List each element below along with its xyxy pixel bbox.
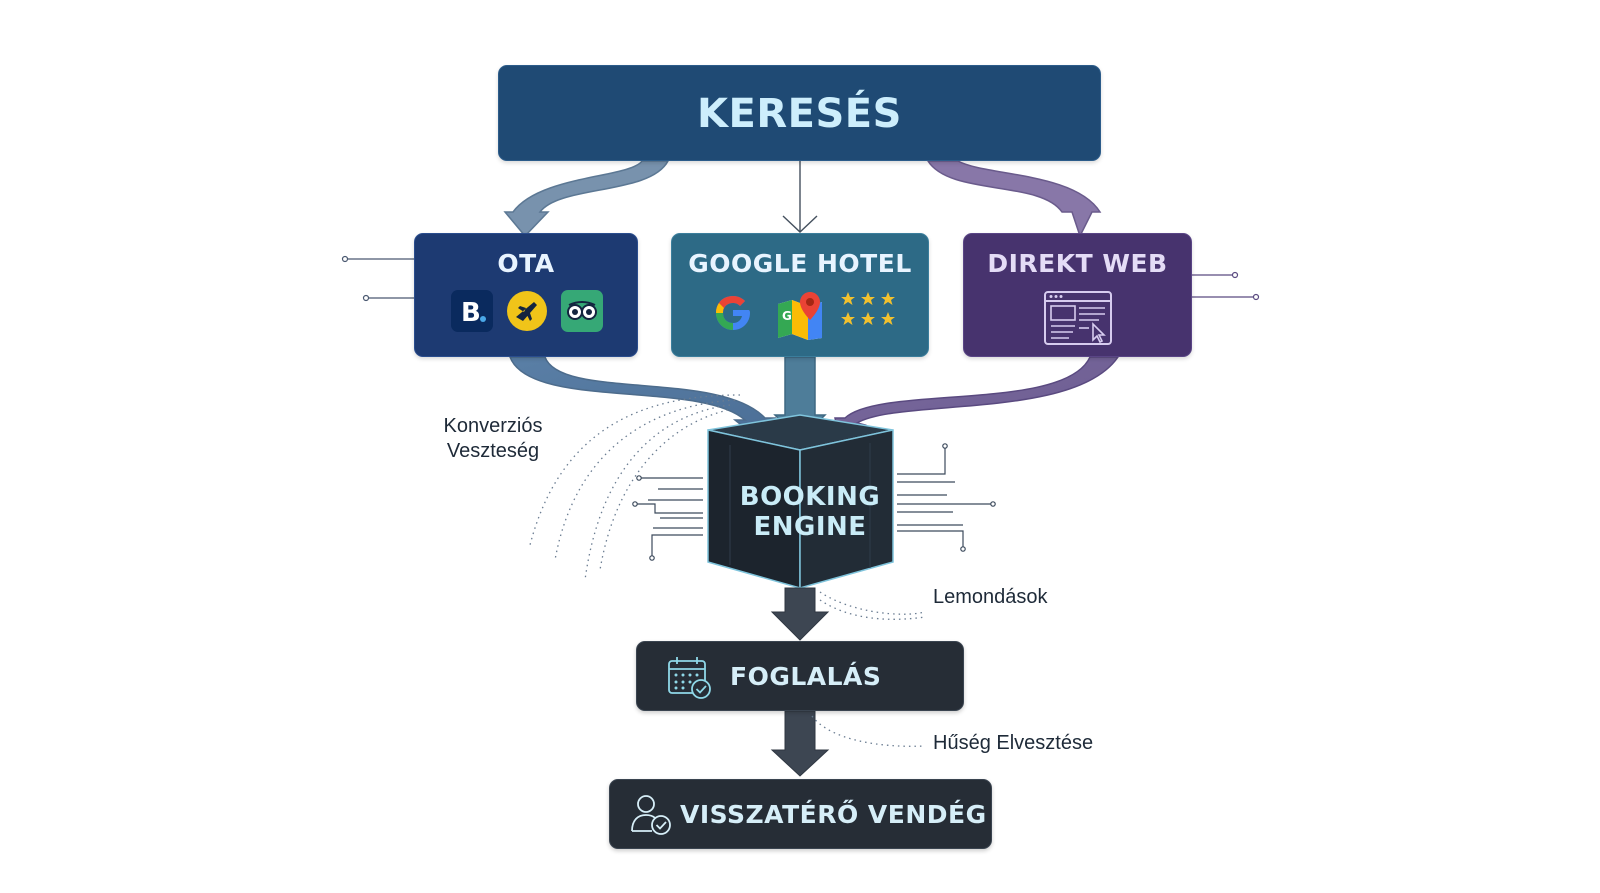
loyalty-dots <box>811 715 926 747</box>
arrow-search-to-ota <box>503 160 670 238</box>
google-g-icon <box>716 296 750 330</box>
direct-web-channel-box: DIREKT WEB <box>963 233 1192 357</box>
rating-stars-icon <box>841 292 895 325</box>
google-maps-pin-icon: G <box>778 292 822 340</box>
arrow-engine-to-booking <box>770 587 830 641</box>
google-hotel-channel-label: GOOGLE HOTEL <box>688 249 912 278</box>
booking-engine-cube <box>707 414 894 589</box>
expedia-plane-icon <box>507 291 547 331</box>
ota-channel-label: OTA <box>497 249 555 278</box>
direct-web-channel-label: DIREKT WEB <box>987 249 1168 278</box>
conversion-loss-line2: Veszteség <box>446 440 540 462</box>
direkt-side-lines <box>1192 271 1260 301</box>
engine-circuit-right <box>897 443 996 552</box>
conversion-loss-dots <box>529 394 741 581</box>
search-stage-label: KERESÉS <box>697 91 902 137</box>
ota-channel-box: OTA B <box>414 233 638 357</box>
ota-side-lines <box>341 255 414 302</box>
conversion-loss-annotation: Konverziós Veszteség <box>438 414 548 464</box>
booking-engine-line2: ENGINE <box>753 512 867 542</box>
booking-b-icon: B <box>451 290 493 332</box>
booking-stage-box: FOGLALÁS <box>636 641 964 711</box>
svg-text:B: B <box>461 298 481 328</box>
svg-text:G: G <box>782 309 792 323</box>
loyalty-loss-annotation: Hűség Elvesztése <box>933 732 1094 754</box>
website-browser-icon <box>1044 291 1112 345</box>
cancellations-annotation: Lemondások <box>933 586 1048 608</box>
arrow-booking-to-returning <box>770 710 830 777</box>
conversion-loss-line1: Konverziós <box>443 415 543 437</box>
booking-stage-label: FOGLALÁS <box>730 662 882 691</box>
tripadvisor-owl-icon <box>561 290 603 332</box>
returning-guest-label: VISSZATÉRŐ VENDÉG <box>680 800 987 829</box>
booking-engine-line1: BOOKING <box>739 482 881 512</box>
user-check-icon <box>631 795 671 835</box>
cancellation-dots <box>819 591 926 620</box>
arrow-search-to-direkt <box>926 160 1102 238</box>
calendar-check-icon <box>668 657 711 699</box>
booking-engine-label: BOOKING ENGINE <box>720 482 900 542</box>
google-hotel-channel-box: GOOGLE HOTEL G <box>671 233 929 357</box>
search-stage-box: KERESÉS <box>498 65 1101 161</box>
engine-circuit-left <box>632 475 703 561</box>
returning-guest-box: VISSZATÉRŐ VENDÉG <box>609 779 992 849</box>
